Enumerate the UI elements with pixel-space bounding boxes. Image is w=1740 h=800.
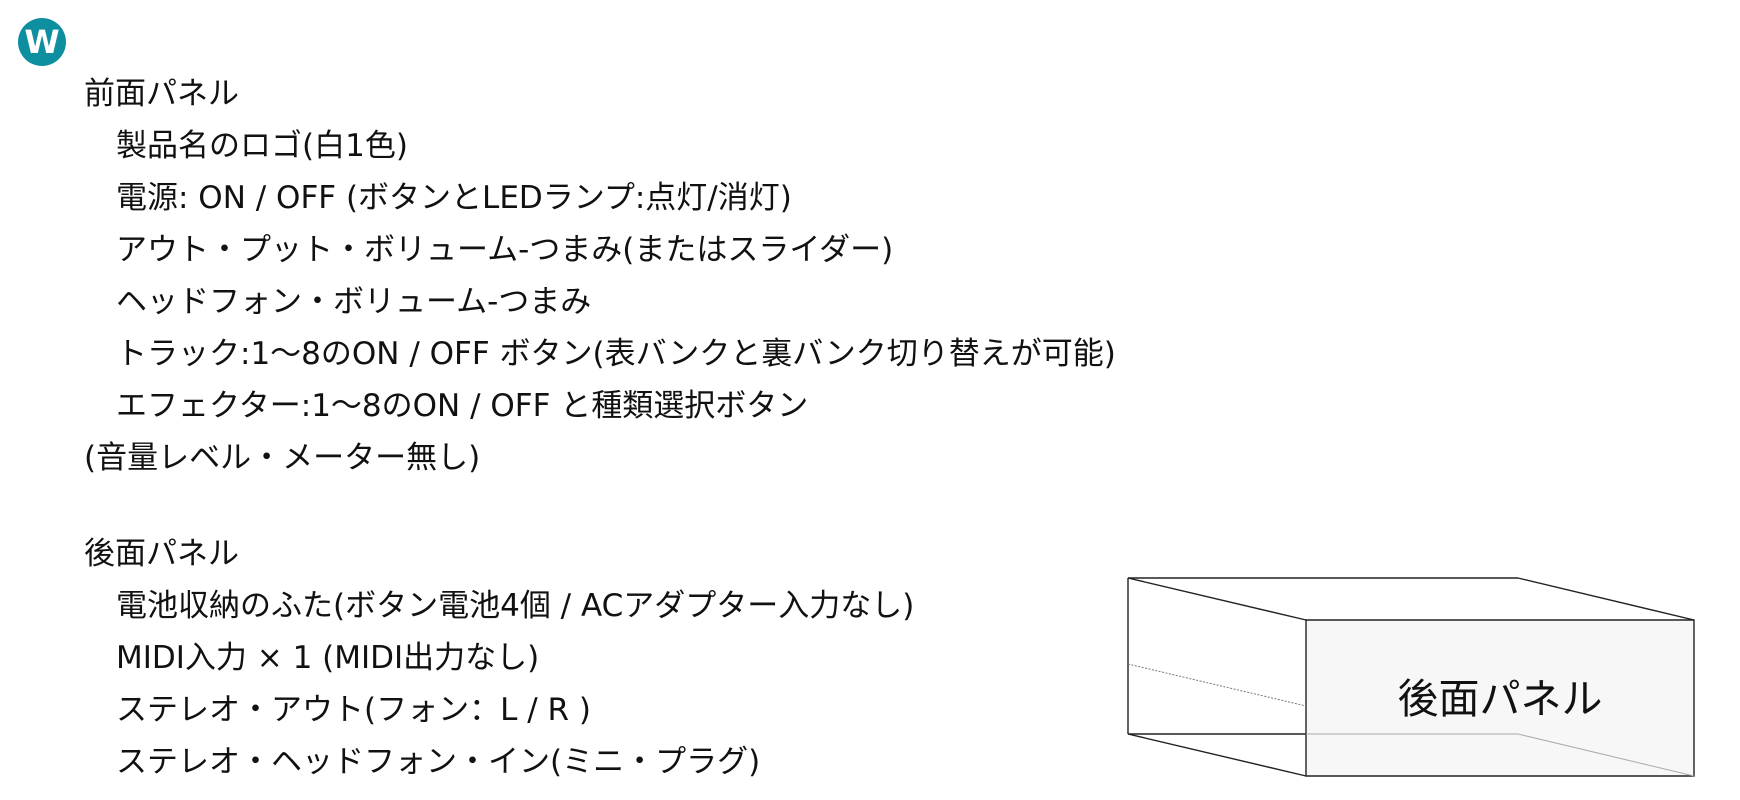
rear-panel-item: ステレオ・ヘッドフォン・イン(ミニ・プラグ) [116,744,761,780]
front-panel-note: (音量レベル・メーター無し) [84,440,481,476]
brand-logo-letter: W [24,23,60,61]
rear-panel-item: 電池収納のふた(ボタン電池4個 / ACアダプター入力なし) [116,588,915,624]
front-panel-item: 電源: ON / OFF (ボタンとLEDランプ:点灯/消灯) [116,180,792,216]
box-edge [1127,577,1307,621]
rear-panel-heading: 後面パネル [84,536,239,572]
front-panel-item: 製品名のロゴ(白1色) [116,128,408,164]
rear-panel-item: ステレオ・アウト(フォン：L / R ) [116,692,592,728]
box-edge [1127,733,1307,777]
front-panel-item: ヘッドフォン・ボリューム-つまみ [116,284,592,320]
brand-logo: W [18,18,66,66]
rear-panel-label: 後面パネル [1397,675,1603,723]
rear-panel-item: MIDI入力 × 1 (MIDI出力なし) [116,640,540,676]
box-edge [1517,577,1695,621]
front-panel-item: トラック:1〜8のON / OFF ボタン(表バンクと裏バンク切り替えが可能) [116,336,1116,372]
front-panel-item: エフェクター:1〜8のON / OFF と種類選択ボタン [116,388,809,424]
front-panel-heading: 前面パネル [84,76,239,112]
box-hidden-edge [1127,663,1307,707]
front-panel-item: アウト・プット・ボリューム-つまみ(またはスライダー) [116,232,894,268]
